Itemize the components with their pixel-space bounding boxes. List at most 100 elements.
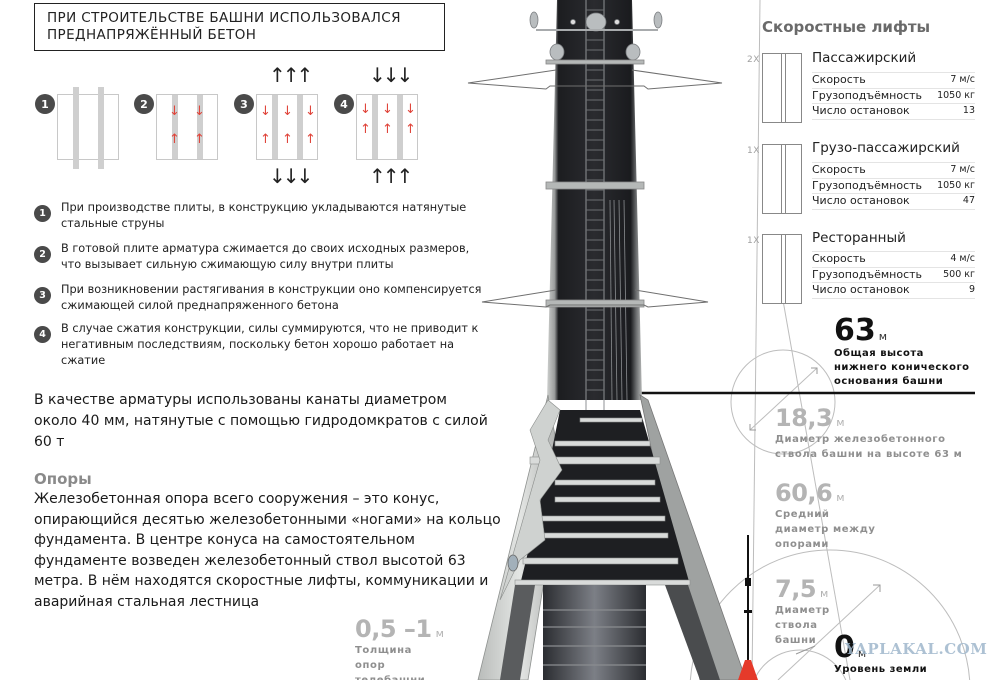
red-up-arrow-icon: ↑ — [405, 122, 416, 137]
step-badge-4: 4 — [334, 94, 354, 114]
step-diagram-2: ↓ ↓ ↑ ↑ — [156, 94, 218, 160]
stat-caption: Средний диаметр между опорами — [775, 509, 876, 550]
spec-row: Скорость 7 м/с — [812, 72, 975, 88]
spec-label: Число остановок — [812, 104, 910, 117]
stat-unit: м — [435, 627, 444, 640]
step-diagram-3: ↓ ↓ ↓ ↑ ↑ ↑ — [256, 94, 318, 160]
list-badge: 1 — [34, 205, 51, 222]
lift-count: 1X — [747, 236, 760, 246]
spec-row: Число остановок 13 — [812, 103, 975, 120]
spec-value: 7 м/с — [950, 74, 975, 85]
compress-down-arrow-icon: ↓ — [194, 104, 205, 119]
list-text: При возникновении растягивания в констру… — [61, 283, 482, 312]
supports-paragraph: Железобетонная опора всего сооружения – … — [34, 491, 501, 610]
elevator-icon — [762, 144, 802, 214]
compress-up-arrow-icon: ↑ — [169, 132, 180, 147]
steel-rod — [98, 87, 104, 169]
red-down-arrow-icon: ↓ — [260, 104, 271, 119]
list-item: 1 При производстве плиты, в конструкцию … — [34, 200, 504, 232]
elevator-icon — [762, 234, 802, 304]
step-badge-1: 1 — [35, 94, 55, 114]
list-badge: 3 — [34, 287, 51, 304]
red-up-arrow-icon: ↑ — [382, 122, 393, 137]
step-badge-3: 3 — [234, 94, 254, 114]
stat-caption: Диаметр ствола башни — [775, 605, 830, 646]
stat-unit: м — [878, 330, 888, 343]
red-down-arrow-icon: ↓ — [405, 102, 416, 117]
steel-rod — [372, 95, 378, 159]
list-text: В случае сжатия конструкции, силы суммир… — [61, 322, 479, 367]
stat-value: 7,5 — [775, 575, 817, 603]
spec-value: 13 — [962, 105, 975, 116]
list-item: 4 В случае сжатия конструкции, силы сумм… — [34, 321, 504, 369]
spec-row: Грузоподъёмность 500 кг — [812, 266, 975, 283]
stat-unit: м — [836, 491, 845, 504]
lift-specs: Скорость 7 м/с Грузоподъёмность 1050 кг Чи… — [812, 72, 975, 120]
stat-unit: м — [836, 416, 845, 429]
red-down-arrow-icon: ↓ — [305, 104, 316, 119]
elevator-icon — [762, 53, 802, 123]
spec-value: 500 кг — [943, 268, 975, 280]
dimension-arrowheads — [749, 367, 881, 655]
step-diagram-4: ↓ ↓ ↓ ↑ ↑ ↑ — [356, 94, 418, 160]
stat-value: 63 — [834, 313, 876, 348]
spec-label: Грузоподъёмность — [812, 178, 923, 192]
red-down-arrow-icon: ↓ — [282, 104, 293, 119]
red-up-arrow-icon: ↑ — [282, 132, 293, 147]
wing-outlines — [467, 69, 723, 308]
red-up-arrow-icon: ↑ — [305, 132, 316, 147]
supports-heading: Опоры — [34, 470, 92, 488]
lift-count: 2X — [747, 55, 760, 65]
steel-rod — [397, 95, 403, 159]
spec-value: 1050 кг — [937, 89, 975, 101]
spec-value: 9 — [968, 284, 975, 295]
stat-caption: Общая высота нижнего конического основан… — [834, 348, 970, 387]
spec-value: 1050 кг — [937, 179, 975, 191]
stat-value: 0,5 –1 — [355, 615, 432, 643]
stat-caption: Диаметр железобетонного ствола башни на … — [775, 434, 963, 460]
spec-row: Грузоподъёмность 1050 кг — [812, 87, 975, 104]
dimension-guides — [689, 0, 971, 680]
steel-rod — [172, 95, 178, 159]
list-text: При производстве плиты, в конструкцию ук… — [61, 201, 467, 230]
reinforcement-paragraph: В качестве арматуры использованы канаты … — [34, 392, 488, 450]
compression-arrows-top-icon: ↓↓↓ — [369, 63, 413, 87]
title-line-2: ПРЕДНАПРЯЖЁННЫЙ БЕТОН — [47, 27, 257, 43]
list-item: 2 В готовой плите арматура сжимается до … — [34, 241, 504, 273]
steel-rod — [297, 95, 303, 159]
title-line-1: ПРИ СТРОИТЕЛЬСТВЕ БАШНИ ИСПОЛЬЗОВАЛСЯ — [47, 10, 401, 26]
compress-up-arrow-icon: ↑ — [194, 132, 205, 147]
lift-name: Пассажирский — [812, 50, 917, 66]
steel-rod — [73, 87, 79, 169]
tension-arrows-bottom-icon: ↓↓↓ — [269, 164, 313, 188]
small-tower-silhouette — [738, 535, 758, 680]
red-down-arrow-icon: ↓ — [360, 102, 371, 117]
spec-label: Скорость — [812, 73, 866, 86]
stat-support-thickness: 0,5 –1м Толщина опор телебашни — [355, 617, 455, 680]
compress-down-arrow-icon: ↓ — [169, 104, 180, 119]
lifts-heading: Скоростные лифты — [762, 18, 931, 36]
stat-value: 18,3 — [775, 404, 833, 432]
lift-count: 1X — [747, 146, 760, 156]
spec-label: Скорость — [812, 252, 866, 265]
step-diagram-1 — [57, 87, 119, 169]
antenna-dishes — [529, 11, 663, 61]
spec-label: Грузоподъёмность — [812, 267, 923, 281]
page-title-box: ПРИ СТРОИТЕЛЬСТВЕ БАШНИ ИСПОЛЬЗОВАЛСЯ ПР… — [34, 3, 445, 51]
stat-unit: м — [857, 647, 867, 660]
red-up-arrow-icon: ↑ — [360, 122, 371, 137]
stat-caption: Уровень земли — [834, 664, 928, 675]
spec-label: Число остановок — [812, 194, 910, 207]
list-text: В готовой плите арматура сжимается до св… — [61, 242, 470, 271]
spec-label: Грузоподъёмность — [812, 88, 923, 102]
list-badge: 2 — [34, 246, 51, 263]
list-item: 3 При возникновении растягивания в конст… — [34, 282, 504, 314]
